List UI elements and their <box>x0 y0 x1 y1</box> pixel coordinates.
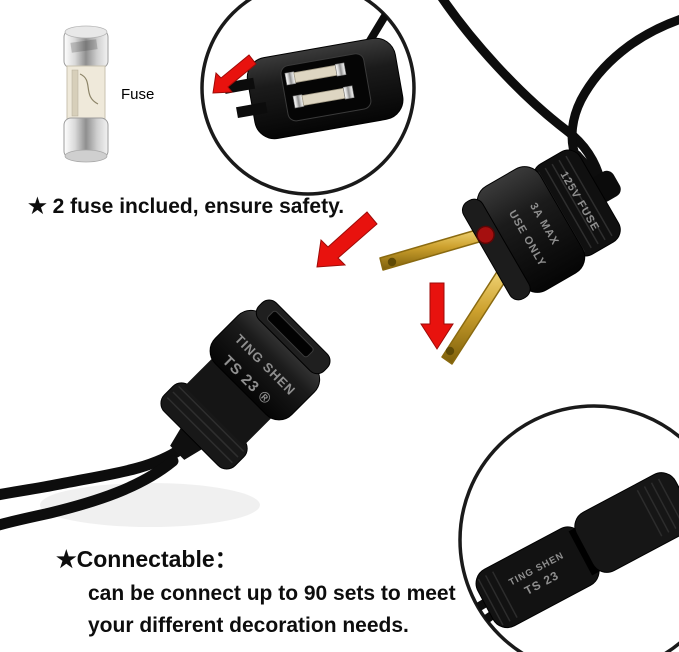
inset-male-plug <box>568 472 679 576</box>
insert-arrow-icon <box>212 54 257 94</box>
connect-arrow-icon <box>316 211 378 268</box>
connectable-line2: your different decoration needs. <box>88 614 409 637</box>
sequence-arrow-icon <box>420 282 454 350</box>
inset-fuse-1 <box>284 62 347 86</box>
fuse-compartment-inset <box>200 0 416 196</box>
prong-hole <box>387 257 397 267</box>
prong-hole <box>445 346 455 356</box>
connectable-line1: can be connect up to 90 sets to meet <box>88 582 456 605</box>
inset-fuse-2 <box>292 85 355 109</box>
soft-shadow <box>40 483 260 527</box>
socket-slot <box>267 310 314 358</box>
connected-pair-inset: TING SHEN TS 23 <box>458 404 679 652</box>
fuse-filament <box>79 73 99 105</box>
fuse-photo <box>63 25 109 163</box>
male-plug: USE ONLY 3A MAX 125V FUSE <box>461 149 621 301</box>
connectable-title: ★Connectable： <box>56 546 238 572</box>
female-connector: TING SHEN TS 23 ® <box>160 299 331 470</box>
fuse-indicator-dot <box>476 225 495 245</box>
inset-plug-body <box>223 37 404 140</box>
inset-blade <box>236 102 268 119</box>
power-cable-bottom <box>0 443 187 531</box>
fuse-caption-label: Fuse <box>121 86 155 103</box>
fuse-safety-caption: ★ 2 fuse inclued, ensure safety. <box>28 195 345 218</box>
